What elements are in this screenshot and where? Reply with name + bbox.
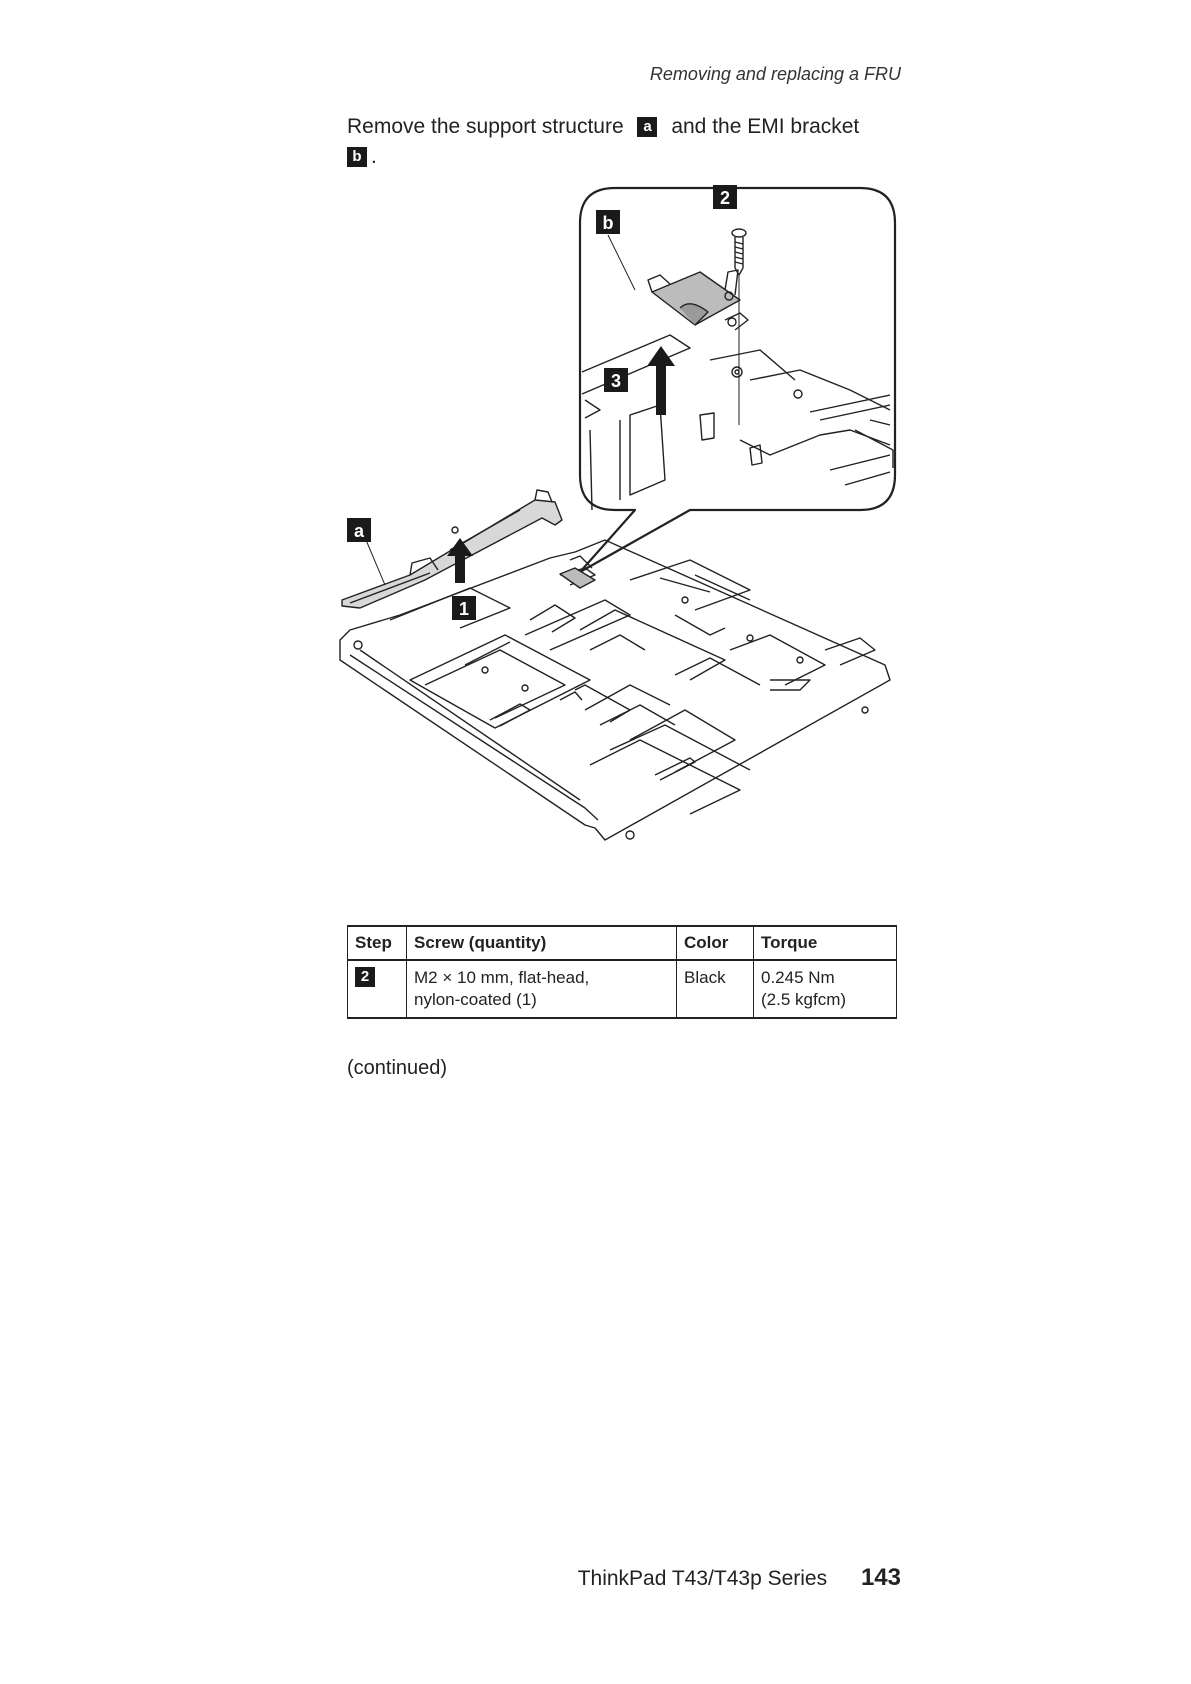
header-step: Step	[348, 926, 407, 960]
callout-two: 2	[720, 188, 730, 208]
callout-b-badge: b	[347, 147, 367, 167]
color-cell: Black	[677, 960, 754, 1018]
screw-line-2: nylon-coated (1)	[414, 990, 537, 1009]
page-number: 143	[861, 1564, 901, 1591]
screw-spec-table: Step Screw (quantity) Color Torque 2 M2 …	[347, 925, 897, 1019]
continued-note: (continued)	[347, 1057, 447, 1080]
header-torque: Torque	[754, 926, 897, 960]
screw-cell: M2 × 10 mm, flat-head, nylon-coated (1)	[407, 960, 677, 1018]
torque-line-2: (2.5 kgfcm)	[761, 990, 846, 1009]
step-cell: 2	[348, 960, 407, 1018]
instruction-text: Remove the support structure a and the E…	[347, 112, 907, 172]
page-footer: ThinkPad T43/T43p Series 143	[578, 1564, 901, 1592]
callout-a: a	[354, 521, 365, 541]
removal-illustration: 2 b 3 a 1	[330, 180, 910, 900]
chassis-bottom	[340, 540, 890, 840]
instruction-part-3: .	[371, 145, 377, 168]
running-head: Removing and replacing a FRU	[650, 64, 901, 85]
callout-b: b	[603, 213, 614, 233]
screw-line-1: M2 × 10 mm, flat-head,	[414, 968, 589, 987]
table-header-row: Step Screw (quantity) Color Torque	[348, 926, 897, 960]
figure-callouts: 2 b 3 a 1	[347, 185, 737, 620]
series-name: ThinkPad T43/T43p Series	[578, 1567, 827, 1590]
callout-a-badge: a	[637, 117, 657, 137]
callout-three: 3	[611, 371, 621, 391]
step-badge: 2	[355, 967, 375, 987]
torque-cell: 0.245 Nm (2.5 kgfcm)	[754, 960, 897, 1018]
instruction-part-1: Remove the support structure	[347, 115, 624, 138]
header-screw: Screw (quantity)	[407, 926, 677, 960]
callout-one: 1	[459, 599, 469, 619]
support-structure-part	[342, 490, 562, 608]
torque-line-1: 0.245 Nm	[761, 968, 835, 987]
header-color: Color	[677, 926, 754, 960]
table-row: 2 M2 × 10 mm, flat-head, nylon-coated (1)…	[348, 960, 897, 1018]
instruction-part-2: and the EMI bracket	[671, 115, 859, 138]
